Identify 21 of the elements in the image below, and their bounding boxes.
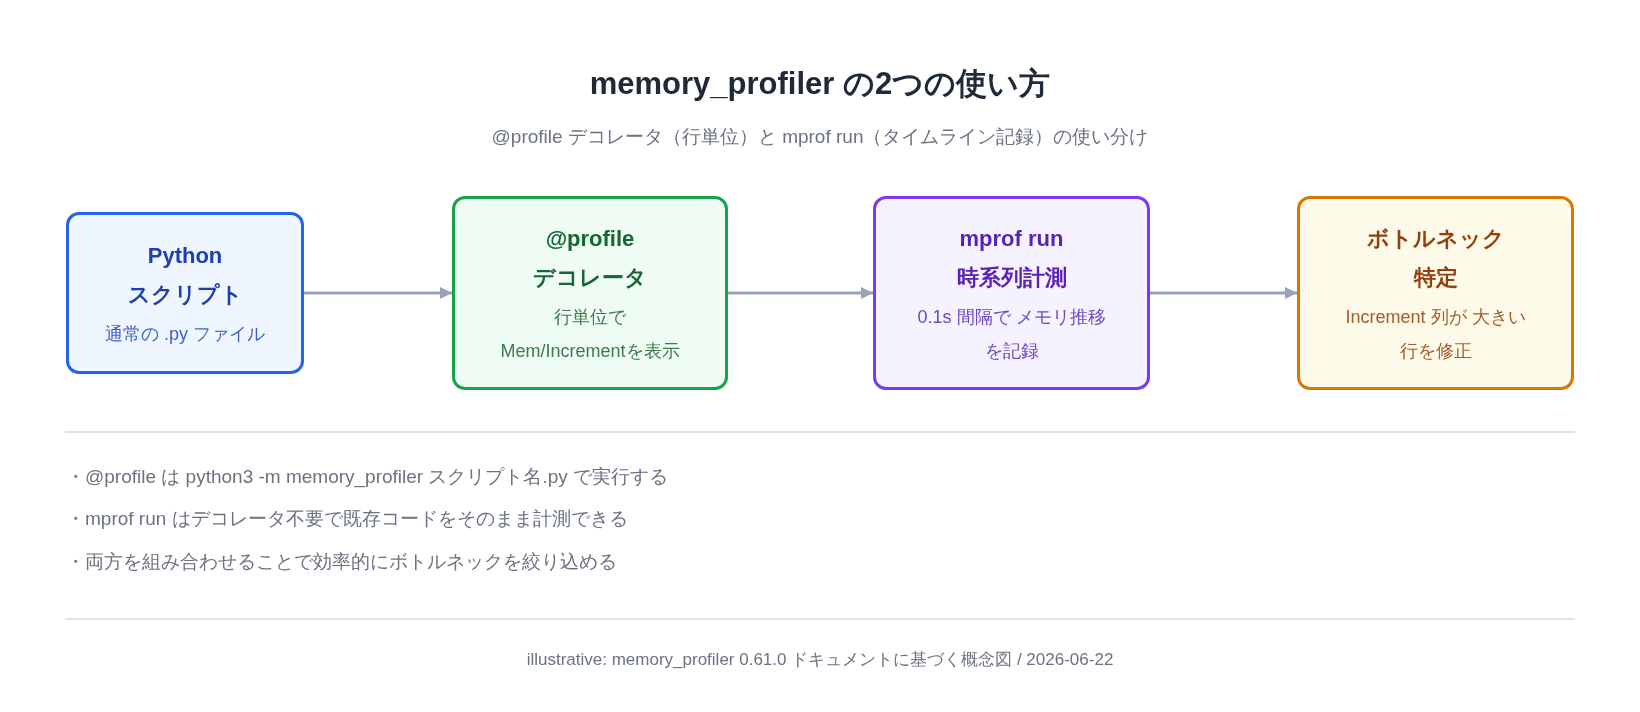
- note-text: ・mprof run はデコレータ不要で既存コードをそのまま計測できる: [66, 507, 628, 531]
- arrow: [1150, 287, 1297, 299]
- box-heading: ボトルネック特定: [1365, 224, 1506, 292]
- box-heading: @profile デコレータ: [532, 224, 648, 292]
- box-description: 0.1s 間隔で メモリ推移を記録: [916, 305, 1107, 363]
- box-description: 行単位で Mem/Incrementを表示: [499, 305, 681, 363]
- arrow: [728, 287, 873, 299]
- box-description: 通常の .py ファイル: [105, 322, 265, 346]
- diagram-title: memory_profiler の2つの使い方: [589, 65, 1051, 103]
- subtitle: @profile デコレータ（行単位）と mprof run（タイムライン記録）の使い分け: [491, 125, 1149, 149]
- process-box: [452, 196, 728, 390]
- process-box: [873, 196, 1150, 390]
- note-text: ・両方を組み合わせることで効率的にボトルネックを絞り込める: [66, 550, 617, 574]
- box-heading: mprof run 時系列計測: [955, 224, 1068, 292]
- process-box: [1297, 196, 1574, 390]
- caption-text: illustrative: memory_profiler 0.61.0 ドキュメントに基づく概念図 / 2026-06-22: [526, 649, 1114, 671]
- box-description: Increment 列が 大きい行を修正: [1344, 305, 1527, 363]
- box-heading: Python スクリプト: [126, 241, 244, 309]
- arrow: [304, 287, 452, 299]
- process-box: [66, 212, 304, 374]
- note-text: ・@profile は python3 -m memory_profiler スクリプト名.py で実行する: [66, 465, 669, 490]
